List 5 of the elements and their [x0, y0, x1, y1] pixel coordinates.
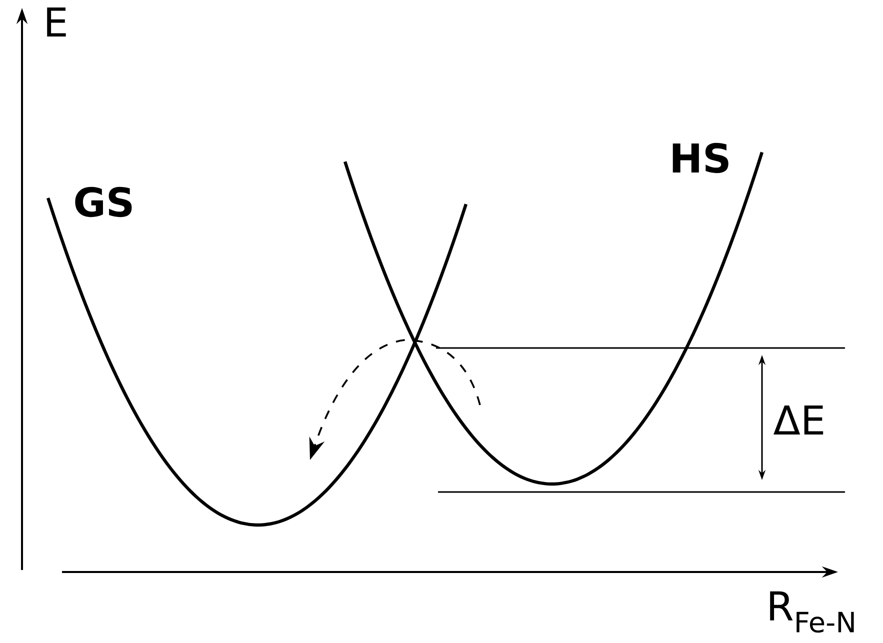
curve-label: HS [672, 142, 728, 174]
curve-label: GS [75, 186, 132, 218]
dimension-label: ΔE [774, 405, 824, 435]
axis-label: E [47, 7, 66, 37]
axis-label: R$_{Fe-N}$ [770, 591, 854, 633]
